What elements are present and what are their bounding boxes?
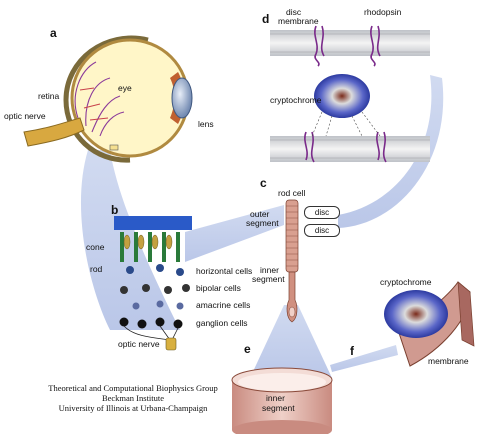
membrane-curl — [384, 281, 475, 367]
cryptochrome-label-f: cryptochrome — [380, 277, 432, 287]
inner-segment-label-c-line2: segment — [252, 274, 285, 284]
credit-line-2: Beckman Institute — [101, 393, 165, 403]
inner-segment-label-c-line1: inner — [260, 265, 279, 275]
lens-label: lens — [198, 119, 214, 129]
membrane-diagram — [270, 25, 430, 163]
panel-label-e: e — [244, 342, 251, 356]
inner-segment-cylinder — [231, 367, 333, 434]
rod-label: rod — [90, 264, 103, 274]
disc-label-1: disc — [304, 206, 340, 219]
retina-label: retina — [38, 91, 60, 101]
panel-label-f: f — [350, 344, 354, 358]
disc-membrane-label-line2: membrane — [278, 16, 319, 26]
panel-label-d: d — [262, 12, 270, 26]
rod-cell-diagram — [285, 199, 299, 323]
eye-diagram — [23, 35, 193, 163]
disc-membrane-label-line1: disc — [286, 7, 302, 17]
panel-label-c: c — [260, 176, 267, 190]
disc-label-2: disc — [304, 224, 340, 237]
credit-line-1: Theoretical and Computational Biophysics… — [48, 383, 218, 393]
inner-segment-label-e-line1: inner — [266, 393, 285, 403]
panel-label-a: a — [50, 26, 57, 40]
ganglion-cells-label: ganglion cells — [196, 318, 248, 328]
optic-nerve-label-a: optic nerve — [4, 111, 46, 121]
membrane-label: membrane — [428, 356, 469, 366]
rhodopsin-label: rhodopsin — [364, 7, 402, 17]
credit-block: Theoretical and Computational Biophysics… — [28, 383, 238, 413]
credit-line-3: University of Illinois at Urbana-Champai… — [58, 403, 208, 413]
inner-segment-label-e-line2: segment — [262, 403, 295, 413]
bipolar-cells-label: bipolar cells — [196, 283, 241, 293]
connector-inner-to-f — [330, 345, 398, 372]
optic-nerve-label-b: optic nerve — [118, 339, 160, 349]
connector-eye-to-retina — [80, 150, 180, 330]
outer-segment-label-line2: segment — [246, 218, 279, 228]
cone-label: cone — [86, 242, 105, 252]
eye-label: eye — [118, 83, 132, 93]
panel-label-b: b — [111, 203, 119, 217]
cryptochrome-label-d: cryptochrome — [270, 95, 322, 105]
connector-retina-to-rod — [185, 205, 284, 262]
amacrine-cells-label: amacrine cells — [196, 300, 251, 310]
rod-cell-label: rod cell — [278, 188, 306, 198]
connector-rod-to-inner-segment — [250, 305, 332, 378]
retina-diagram — [114, 216, 192, 351]
outer-segment-label-line1: outer — [250, 209, 270, 219]
horizontal-cells-label: horizontal cells — [196, 266, 253, 276]
